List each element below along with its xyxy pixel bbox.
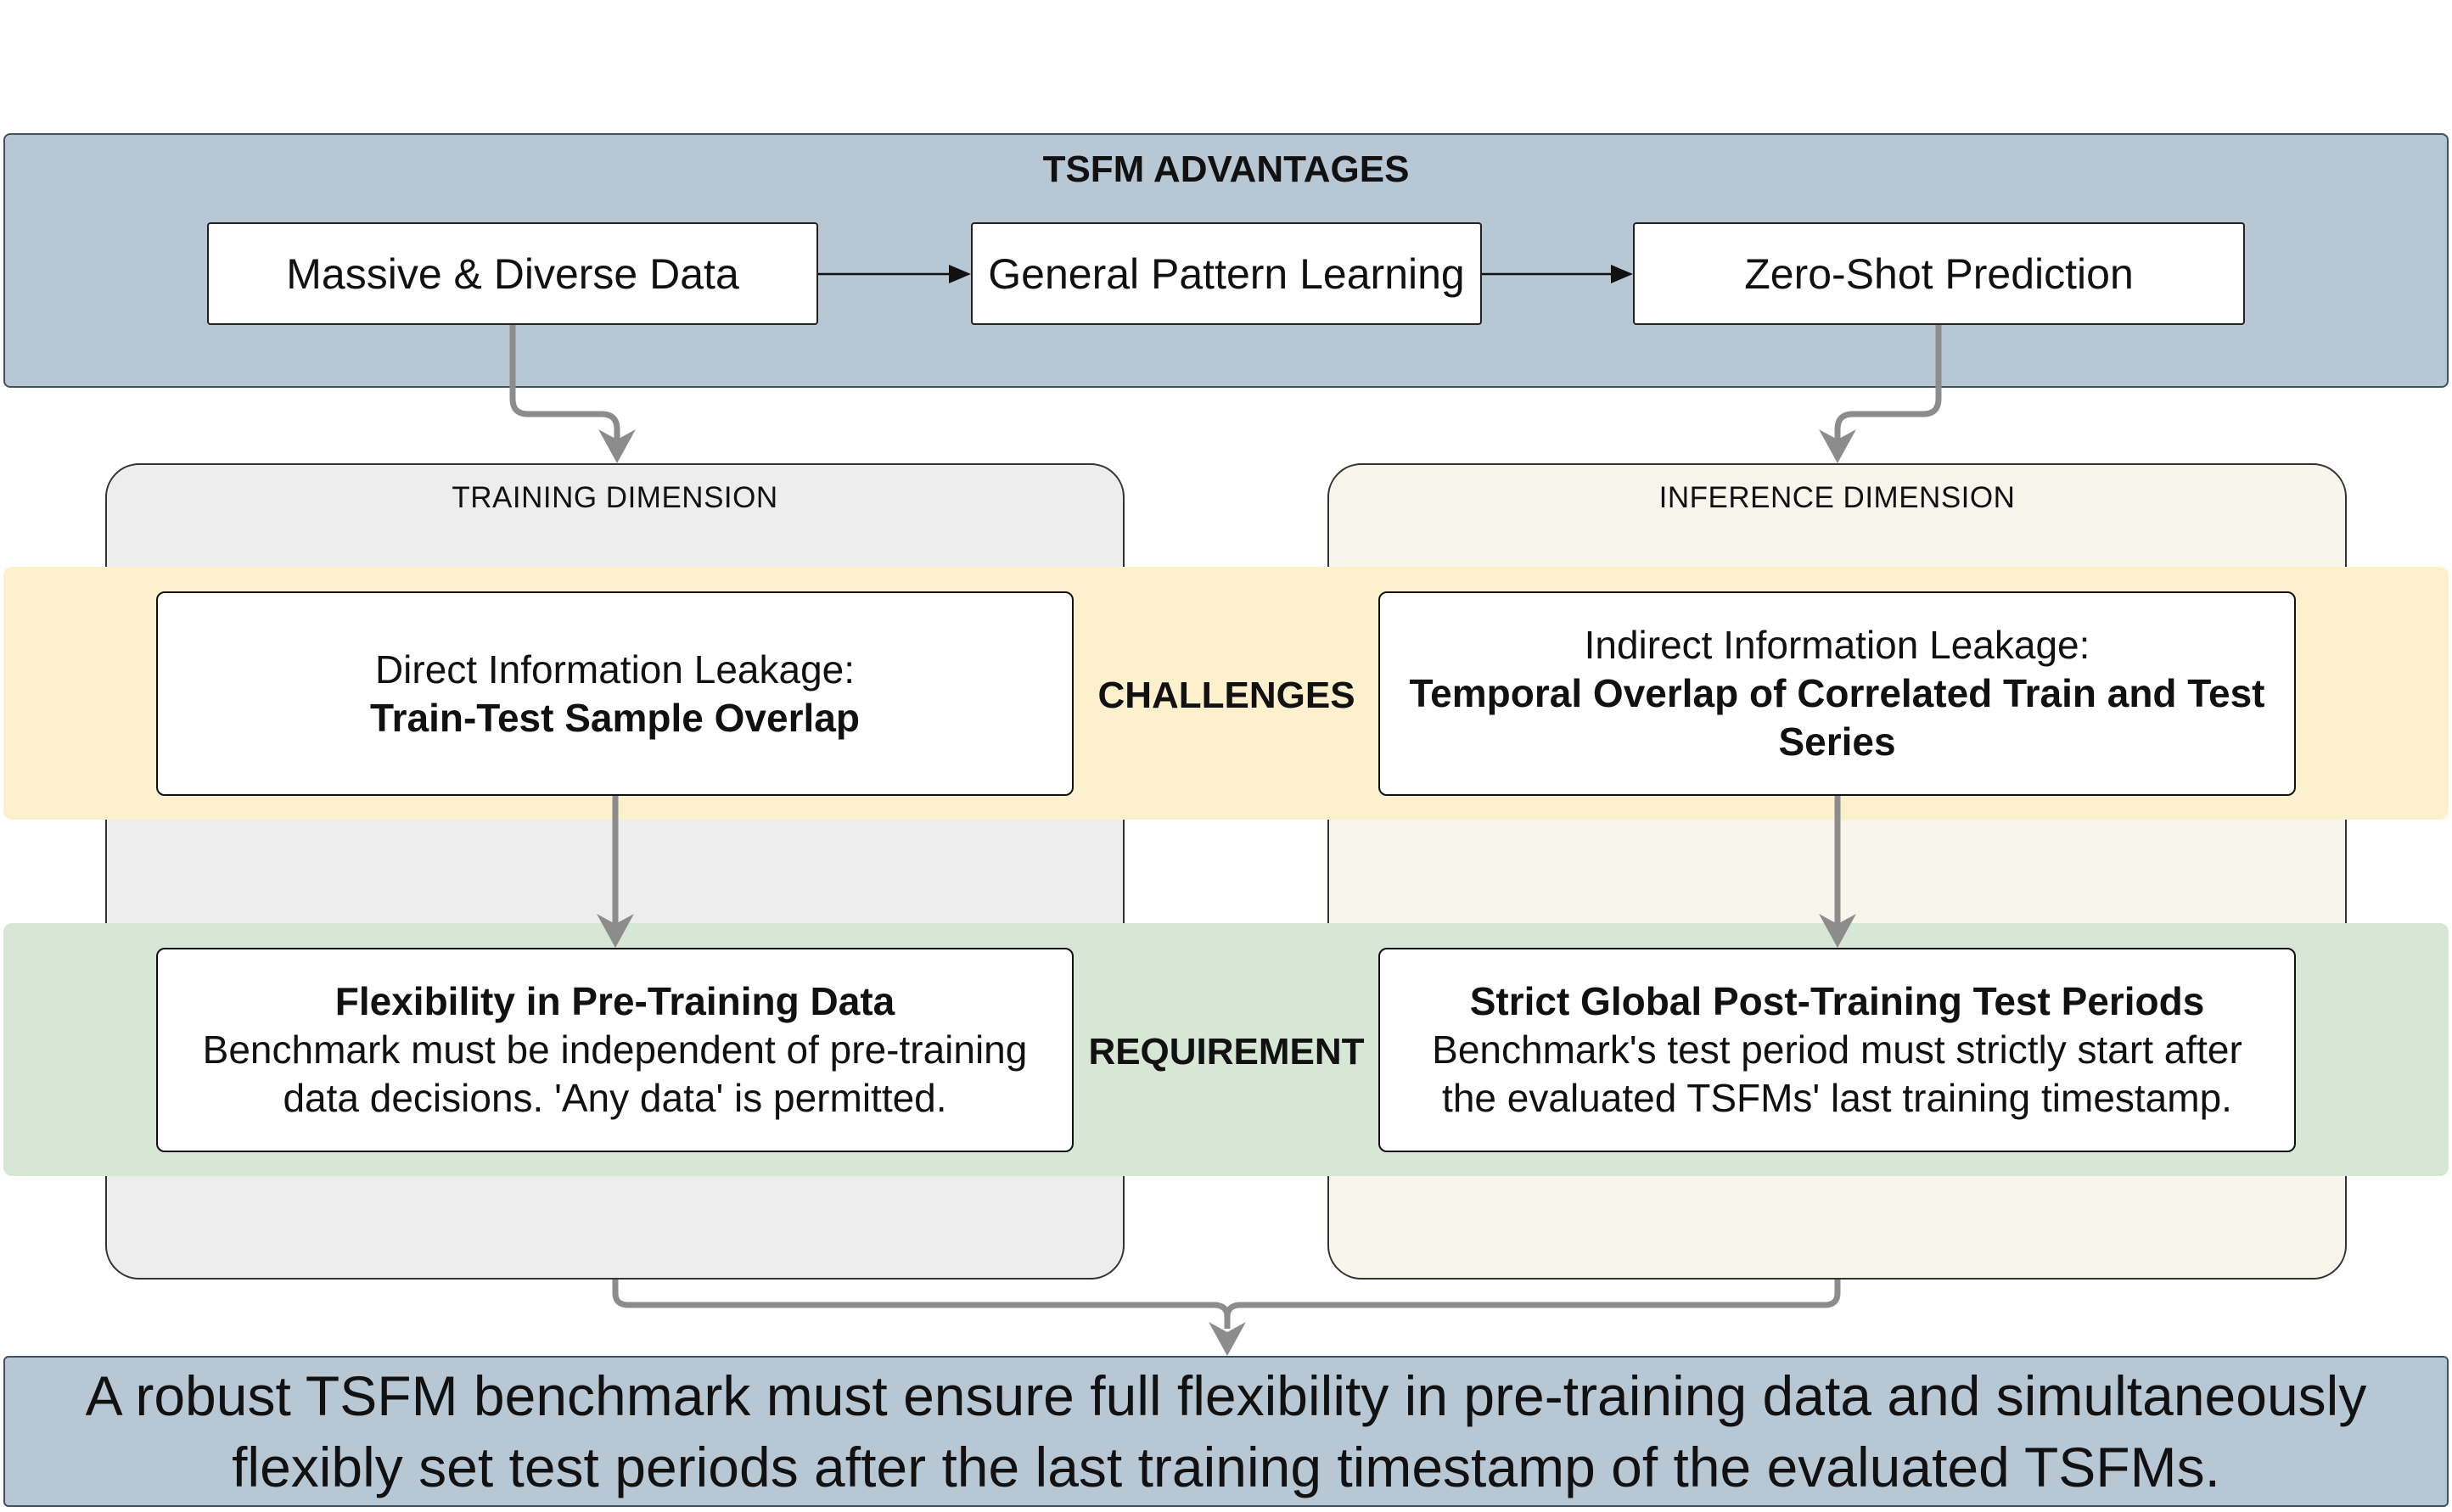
inference-requirement-line: the evaluated TSFMs' last training times… — [1442, 1076, 2232, 1120]
inference-challenge-heading: Indirect Information Leakage: — [1584, 623, 2090, 667]
requirement-label: REQUIREMENT — [1088, 1031, 1365, 1072]
training-requirement-heading: Flexibility in Pre-Training Data — [334, 979, 895, 1023]
massive-diverse-data-node: Massive & Diverse Data — [207, 222, 818, 325]
gray-connectors — [509, 325, 1942, 1329]
advantages-title: TSFM ADVANTAGES — [1042, 148, 1410, 190]
connector-inference-to-conclusion — [1224, 1280, 1841, 1318]
inference-requirement-heading: Strict Global Post-Training Test Periods — [1469, 979, 2205, 1023]
conclusion-line: A robust TSFM benchmark must ensure full… — [85, 1364, 2367, 1427]
conclusion-line: flexibly set test periods after the last… — [232, 1436, 2220, 1498]
arrowhead-learning-to-zero-shot — [1611, 265, 1633, 283]
inference-challenge-bold: Temporal Overlap of Correlated Train and… — [1409, 671, 2265, 764]
arrowhead-inference-dimension — [1819, 429, 1856, 463]
arrowhead-training-requirement — [597, 914, 634, 948]
connector-training-to-conclusion — [612, 1280, 1231, 1329]
inference-dimension-title: INFERENCE DIMENSION — [1658, 481, 2016, 514]
general-pattern-learning-node: General Pattern Learning — [971, 222, 1482, 325]
training-requirement-card: Flexibility in Pre-Training Data Benchma… — [156, 948, 1074, 1152]
inference-requirement-line: Benchmark's test period must strictly st… — [1432, 1028, 2242, 1072]
inference-requirement-card: Strict Global Post-Training Test Periods… — [1378, 948, 2296, 1152]
connector-data-to-training — [509, 325, 620, 441]
training-challenge-bold: Train-Test Sample Overlap — [370, 695, 860, 740]
training-challenge-heading: Direct Information Leakage: — [374, 647, 856, 692]
zero-shot-prediction-node: Zero-Shot Prediction — [1633, 222, 2245, 325]
challenges-label: CHALLENGES — [1097, 675, 1355, 716]
training-dimension-title: TRAINING DIMENSION — [452, 481, 778, 514]
arrowhead-training-dimension — [598, 429, 636, 463]
gray-arrowheads — [597, 429, 1856, 1356]
inference-challenge-card: Indirect Information Leakage: Temporal O… — [1378, 591, 2296, 796]
conclusion-panel: A robust TSFM benchmark must ensure full… — [3, 1356, 2449, 1507]
connector-zero-shot-to-inference — [1834, 325, 1942, 441]
arrowhead-inference-requirement — [1819, 914, 1856, 948]
arrowhead-conclusion — [1209, 1322, 1246, 1356]
arrowhead-data-to-learning — [949, 265, 971, 283]
training-requirement-line: Benchmark must be independent of pre-tra… — [202, 1028, 1028, 1072]
flow-arrows — [818, 265, 1633, 283]
training-challenge-card: Direct Information Leakage: Train-Test S… — [156, 591, 1074, 796]
training-requirement-line: data decisions. 'Any data' is permitted. — [283, 1076, 947, 1120]
